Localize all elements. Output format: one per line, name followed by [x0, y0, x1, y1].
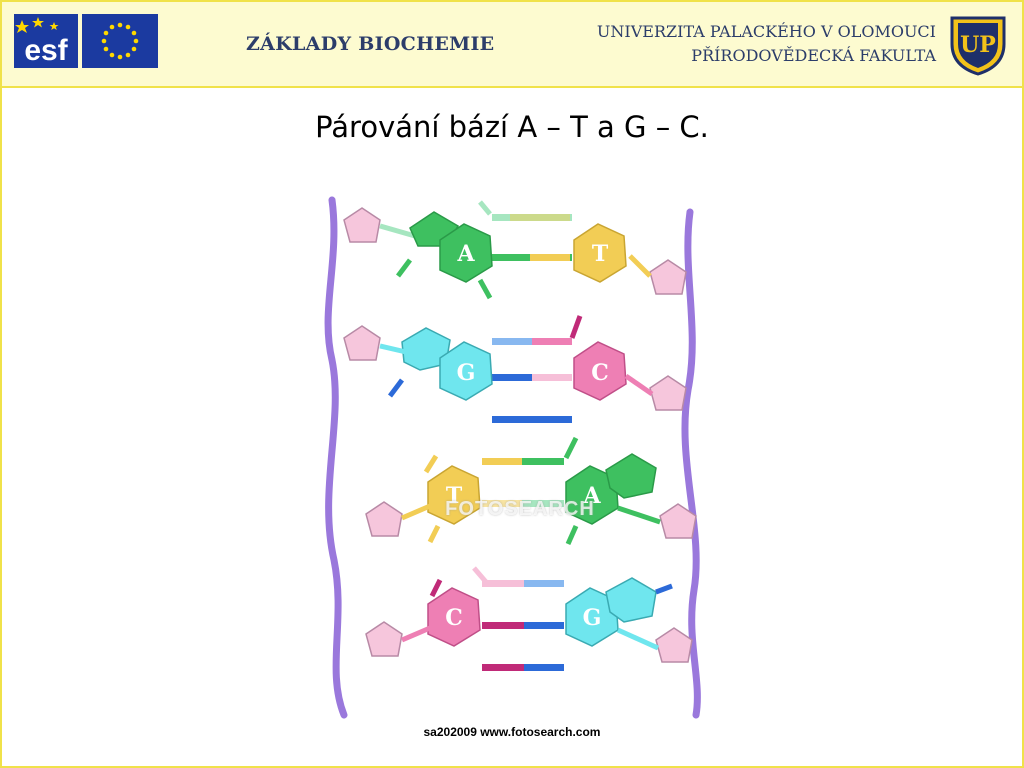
- university-line-1: UNIVERZITA PALACKÉHO V OLOMOUCI: [596, 22, 936, 41]
- sugar-right-4: [655, 627, 693, 663]
- sugar-left-4: [365, 621, 403, 657]
- image-credit-caption: sa202009 www.fotosearch.com: [423, 725, 601, 739]
- esf-logo: esf: [14, 14, 78, 68]
- university-logo-text: UP: [960, 32, 996, 58]
- sugar-right-3: [659, 503, 697, 539]
- base-g-2: [439, 341, 493, 401]
- dna-base-pairing-diagram: A T G C T A: [324, 196, 701, 719]
- sugar-left-2: [343, 325, 381, 361]
- base-c-2: [573, 341, 627, 401]
- fotosearch-watermark: FOTOSEARCH: [445, 498, 595, 520]
- dna-backbone-right: [681, 208, 701, 719]
- base-label-left-4: C: [445, 605, 463, 631]
- slide-title: Párování bází A – T a G – C.: [315, 110, 709, 144]
- sugar-left-3: [365, 501, 403, 537]
- slide-header: esf ZÁKLADY BIOCHEMIE UNIVERZITA PALACKÉ…: [2, 2, 1022, 88]
- base-label-right-2: C: [591, 360, 609, 386]
- base-a-1: [439, 223, 493, 283]
- sugar-left-1: [343, 207, 381, 243]
- sugar-right-2: [649, 375, 687, 411]
- sugar-right-1: [649, 259, 687, 295]
- base-label-right-4: G: [583, 605, 602, 631]
- university-line-2: PŘÍRODOVĚDECKÁ FAKULTA: [691, 46, 936, 65]
- base-t-3: [427, 465, 481, 525]
- base-label-right-1: T: [592, 241, 609, 267]
- university-shield-logo: UP: [950, 16, 1006, 76]
- university-name: UNIVERZITA PALACKÉHO V OLOMOUCI PŘÍRODOV…: [597, 20, 936, 68]
- eu-flag-icon: [82, 14, 158, 68]
- base-label-left-1: A: [456, 241, 475, 267]
- course-title: ZÁKLADY BIOCHEMIE: [246, 33, 495, 55]
- base-pair-row-1: A T: [343, 200, 687, 300]
- dna-backbone-left: [324, 196, 348, 719]
- base-label-left-2: G: [457, 360, 476, 386]
- base-pair-row-4: C G: [365, 566, 693, 671]
- base-pair-row-2: G C: [343, 315, 687, 423]
- base-label-left-3: T: [446, 483, 463, 509]
- esf-logo-text: esf: [24, 34, 68, 67]
- base-c-4: [427, 587, 481, 647]
- base-label-right-3: A: [582, 483, 601, 509]
- base-pair-row-3: T A: [365, 436, 697, 546]
- base-t-1: [573, 223, 627, 283]
